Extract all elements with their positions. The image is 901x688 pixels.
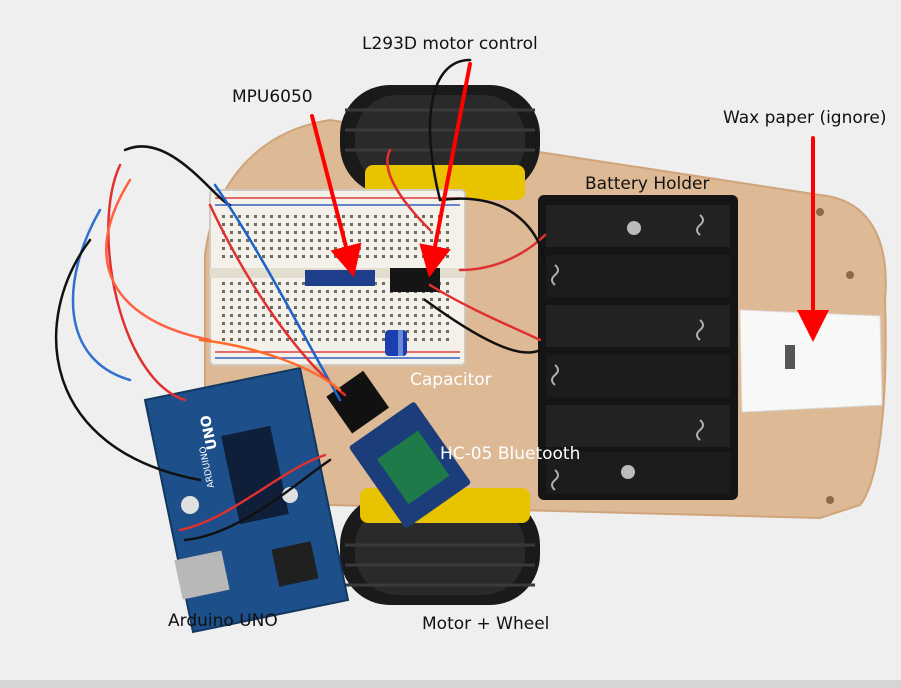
top-wheel bbox=[340, 85, 540, 200]
label-wax-paper: Wax paper (ignore) bbox=[723, 108, 887, 128]
label-capacitor: Capacitor bbox=[410, 370, 492, 390]
label-l293d: L293D motor control bbox=[362, 34, 538, 54]
battery-holder bbox=[538, 195, 738, 500]
wax-paper bbox=[739, 309, 883, 413]
label-mpu6050: MPU6050 bbox=[232, 87, 313, 107]
bottom-wheel bbox=[340, 488, 540, 605]
arrow-mpu6050 bbox=[310, 114, 362, 278]
jumper-wires bbox=[54, 58, 547, 542]
hc05-module bbox=[326, 370, 471, 528]
capacitor-part bbox=[385, 330, 407, 356]
label-hc05: HC-05 Bluetooth bbox=[440, 444, 581, 464]
label-arduino: Arduino UNO bbox=[168, 611, 278, 631]
annotation-arrows bbox=[310, 62, 829, 342]
pcb-uno-text: UNO bbox=[198, 414, 221, 452]
arrow-l293d bbox=[419, 62, 472, 278]
label-motor-wheel: Motor + Wheel bbox=[422, 614, 550, 634]
l293d-chip bbox=[390, 268, 440, 292]
label-battery-holder: Battery Holder bbox=[585, 174, 710, 194]
bottom-border bbox=[0, 680, 901, 688]
mpu6050-module bbox=[305, 270, 375, 286]
